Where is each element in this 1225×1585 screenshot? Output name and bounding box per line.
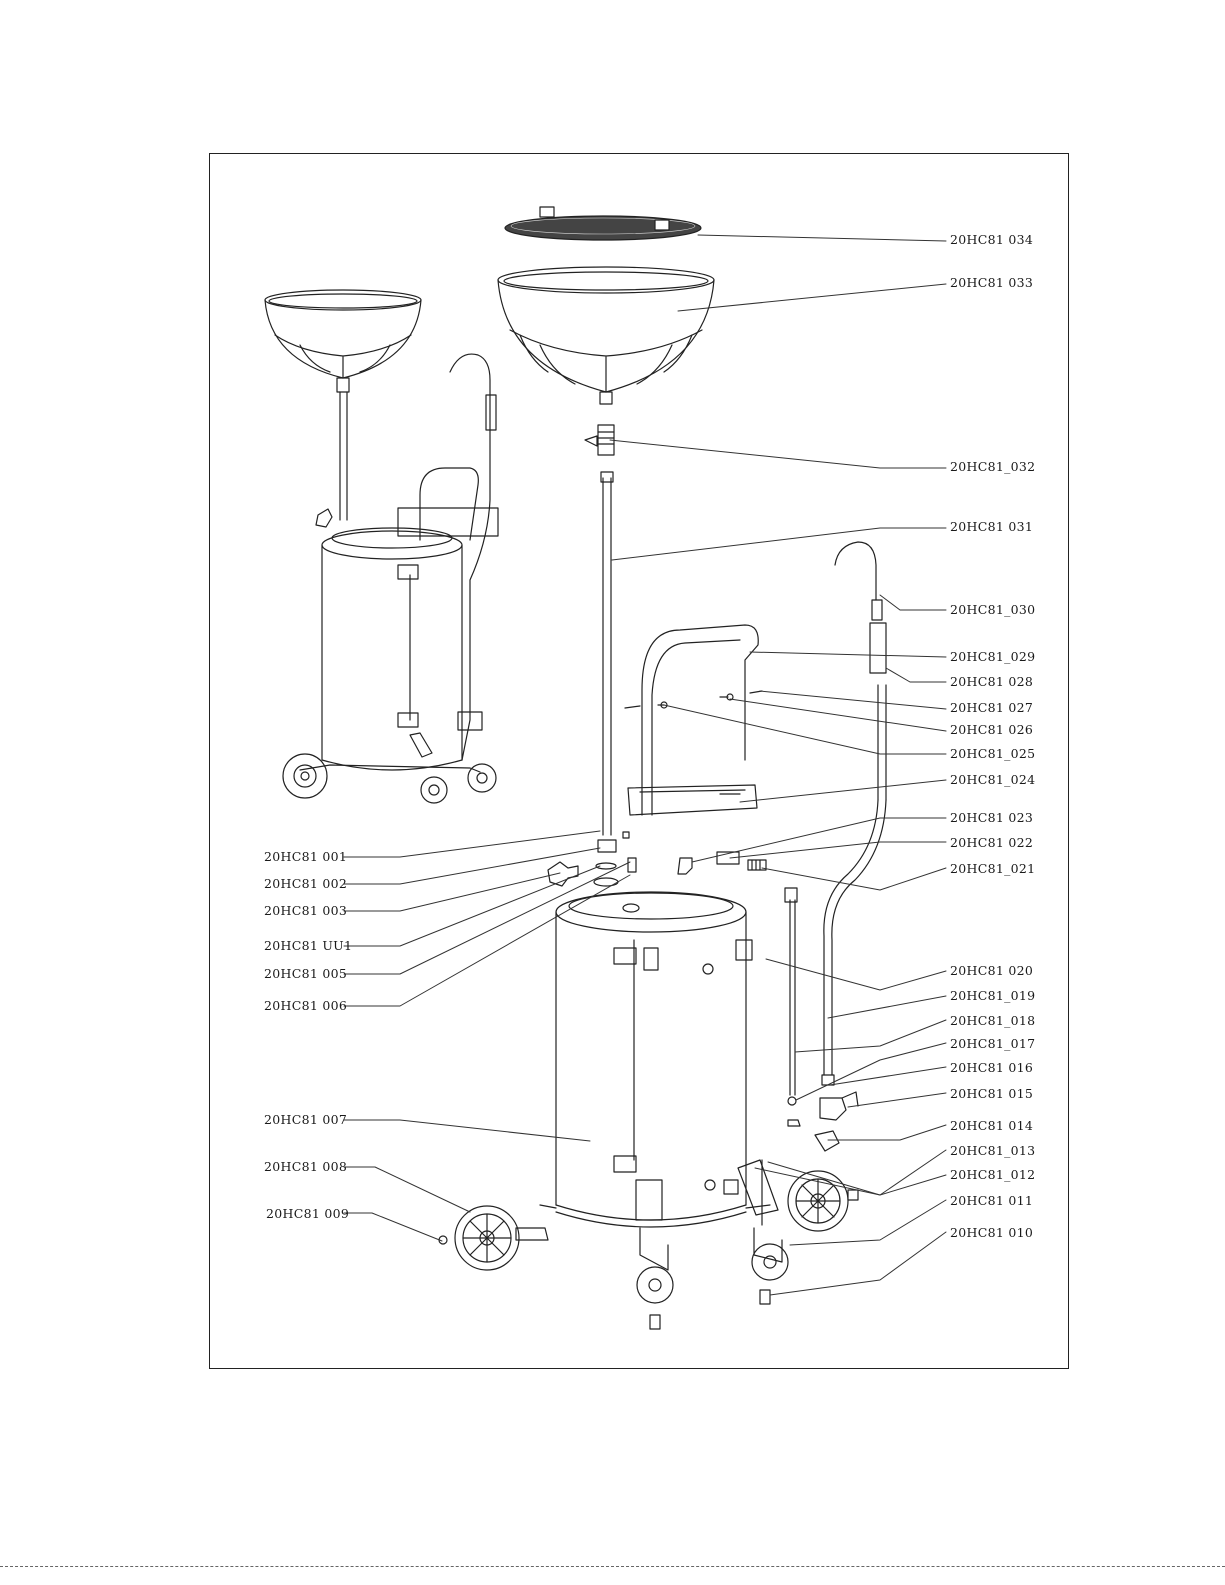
part-label-007: 20HC81 007 <box>264 1112 348 1127</box>
part-label-004: 20HC81 UU1 <box>264 938 353 953</box>
assembled-unit-illustration <box>264 289 499 804</box>
part-label-031: 20HC81 031 <box>950 519 1034 534</box>
part-label-027: 20HC81 027 <box>950 700 1034 715</box>
page-bottom-rule <box>0 1566 1225 1567</box>
part-label-003: 20HC81 003 <box>264 903 348 918</box>
part-label-014: 20HC81 014 <box>950 1118 1034 1133</box>
part-label-006: 20HC81 006 <box>264 998 348 1013</box>
part-label-028: 20HC81 028 <box>950 674 1034 689</box>
part-label-005: 20HC81 005 <box>264 966 348 981</box>
part-label-033: 20HC81 033 <box>950 275 1034 290</box>
part-label-010: 20HC81 010 <box>950 1225 1034 1240</box>
part-label-016: 20HC81 016 <box>950 1060 1034 1075</box>
part-label-034: 20HC81 034 <box>950 232 1034 247</box>
part-label-011: 20HC81 011 <box>950 1193 1034 1208</box>
drawing-frame <box>209 153 1069 1369</box>
exploded-view-illustration <box>438 206 887 1330</box>
part-label-030: 20HC81_030 <box>950 602 1036 617</box>
part-label-017: 20HC81_017 <box>950 1036 1036 1051</box>
part-label-009: 20HC81 009 <box>266 1206 350 1221</box>
part-label-023: 20HC81 023 <box>950 810 1034 825</box>
part-label-020: 20HC81 020 <box>950 963 1034 978</box>
part-label-001: 20HC81 001 <box>264 849 348 864</box>
part-label-013: 20HC81_013 <box>950 1143 1036 1158</box>
part-label-002: 20HC81 002 <box>264 876 348 891</box>
part-label-022: 20HC81 022 <box>950 835 1034 850</box>
part-label-026: 20HC81 026 <box>950 722 1034 737</box>
part-label-015: 20HC81 015 <box>950 1086 1034 1101</box>
part-label-024: 20HC81_024 <box>950 772 1036 787</box>
part-label-021: 20HC81_021 <box>950 861 1036 876</box>
part-label-019: 20HC81_019 <box>950 988 1036 1003</box>
part-label-012: 20HC81_012 <box>950 1167 1036 1182</box>
part-label-008: 20HC81 008 <box>264 1159 348 1174</box>
part-label-018: 20HC81_018 <box>950 1013 1036 1028</box>
part-label-025: 20HC81_025 <box>950 746 1036 761</box>
leader-lines <box>343 234 947 1296</box>
part-label-032: 20HC81_032 <box>950 459 1036 474</box>
part-label-029: 20HC81_029 <box>950 649 1036 664</box>
